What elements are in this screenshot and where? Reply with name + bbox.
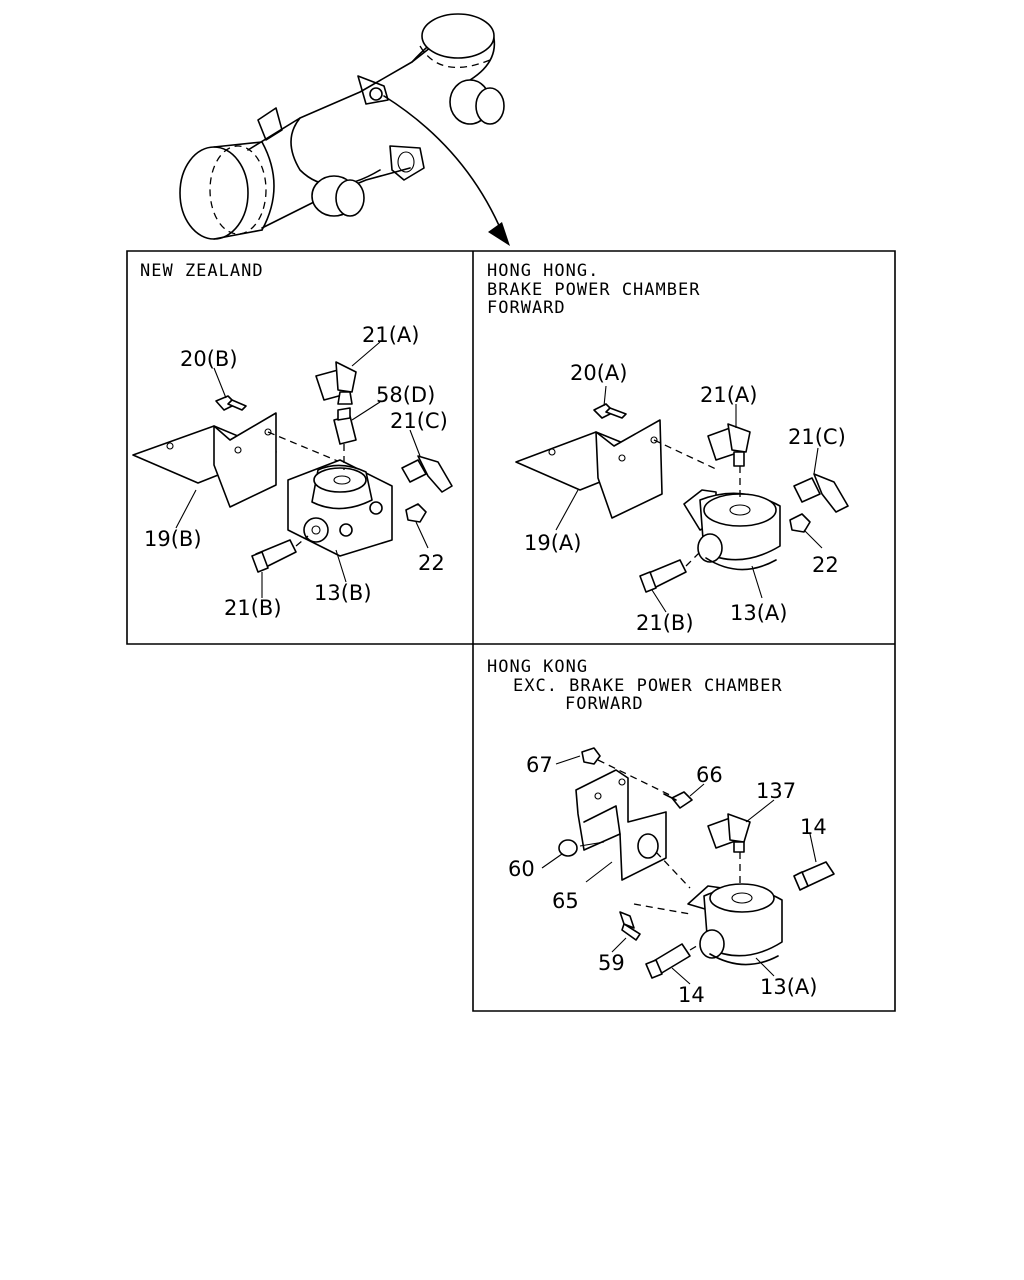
callout-59: 59 [598,951,625,975]
callout-21a: 21(A) [362,323,419,347]
callout-19a: 19(A) [524,531,581,555]
callout-67: 67 [526,753,553,777]
callout-21c: 21(C) [788,425,846,449]
callout-66: 66 [696,763,723,787]
elbow-fitting-21a [707,423,751,467]
fitting-14-lower [645,943,691,979]
valve-13a [687,883,783,966]
callout-14-upper: 14 [800,815,827,839]
bolt-59 [619,911,641,941]
callout-137: 137 [756,779,796,803]
panel-title-new-zealand: NEW ZEALAND [140,261,264,281]
callout-21b: 21(B) [636,611,694,635]
fitting-21b [639,559,687,593]
bracket-19a [515,419,663,519]
washer-60 [558,839,578,857]
adapter-58d [333,407,357,445]
bracket-65 [575,769,667,881]
elbow-fitting-21a [315,361,357,405]
panel-title-line-1: HONG HONG. [487,261,599,281]
panel-title-line-2: EXC. BRAKE POWER CHAMBER [513,676,783,696]
panel-title-line-3: FORWARD [487,298,566,318]
valve-13b [287,459,393,557]
callout-22: 22 [812,553,839,577]
axle-assembly-illustration [179,13,510,246]
callout-21a: 21(A) [700,383,757,407]
nut-22 [405,503,427,523]
callout-58d: 58(D) [376,383,435,407]
panel-new-zealand: NEW ZEALAND [132,261,453,620]
panel-title-line-1: HONG KONG [487,657,588,677]
panel-title-line-2: BRAKE POWER CHAMBER [487,280,700,300]
nut-22 [789,513,811,533]
callout-19b: 19(B) [144,527,202,551]
bolt-20b [215,395,247,411]
callout-21b: 21(B) [224,596,282,620]
callout-20a: 20(A) [570,361,627,385]
fitting-21b [251,539,297,573]
bolt-20a [593,403,627,419]
bracket-19b [132,412,277,508]
nut-67 [581,747,601,765]
elbow-fitting-21c [401,455,453,493]
callout-60: 60 [508,857,535,881]
elbow-fitting-137 [707,813,751,853]
elbow-fitting-21c [793,473,849,513]
bolt-66 [663,791,693,809]
callout-13a: 13(A) [730,601,787,625]
valve-13a [683,489,781,571]
callout-65: 65 [552,889,579,913]
callout-14-lower: 14 [678,983,705,1007]
callout-13b: 13(B) [314,581,372,605]
panel-hong-kong-exc: HONG KONG EXC. BRAKE POWER CHAMBER FORWA… [487,657,835,1007]
fitting-14-upper [793,861,835,891]
panel-title-line-3: FORWARD [565,694,644,714]
callout-21c: 21(C) [390,409,448,433]
panel-frames [126,250,896,1012]
callout-22: 22 [418,551,445,575]
callout-20b: 20(B) [180,347,238,371]
callout-13a: 13(A) [760,975,817,999]
panel-hong-kong-forward: HONG HONG. BRAKE POWER CHAMBER FORWARD [487,261,849,635]
